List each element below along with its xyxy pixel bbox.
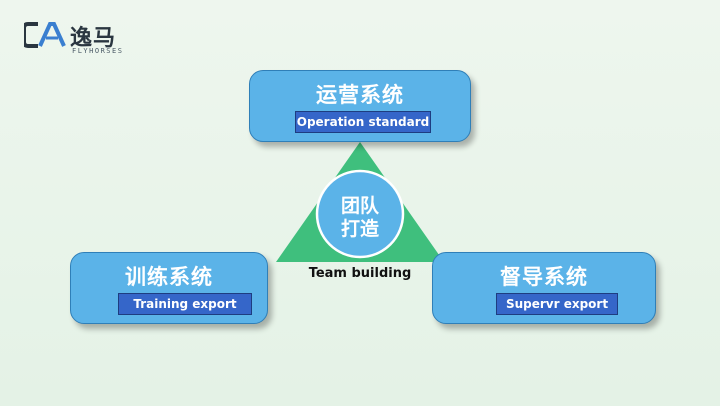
training-system-title: 训练系统 (125, 265, 213, 289)
center-text-line-2: 打造 (340, 218, 379, 240)
operation-standard-label: Operation standard (295, 111, 431, 133)
supervision-system-box: 督导系统 Supervr export (432, 252, 656, 324)
team-building-caption: Team building (308, 266, 412, 281)
logo-name: 逸马 (70, 26, 117, 51)
supervision-system-title: 督导系统 (500, 265, 588, 289)
team-building-center-text: 团队 打造 (318, 195, 402, 241)
center-text-line-1: 团队 (340, 195, 379, 217)
logo-icon (24, 22, 66, 48)
center-circle (315, 169, 405, 259)
logo-subtitle: FLYHORSES (72, 47, 124, 55)
training-export-label: Training export (118, 293, 252, 315)
training-system-box: 训练系统 Training export (70, 252, 268, 324)
operation-system-box: 运营系统 Operation standard (249, 70, 471, 142)
operation-system-title: 运营系统 (316, 83, 404, 107)
brand-logo: 逸马 FLYHORSES (24, 20, 154, 55)
supervr-export-label: Supervr export (496, 293, 618, 315)
